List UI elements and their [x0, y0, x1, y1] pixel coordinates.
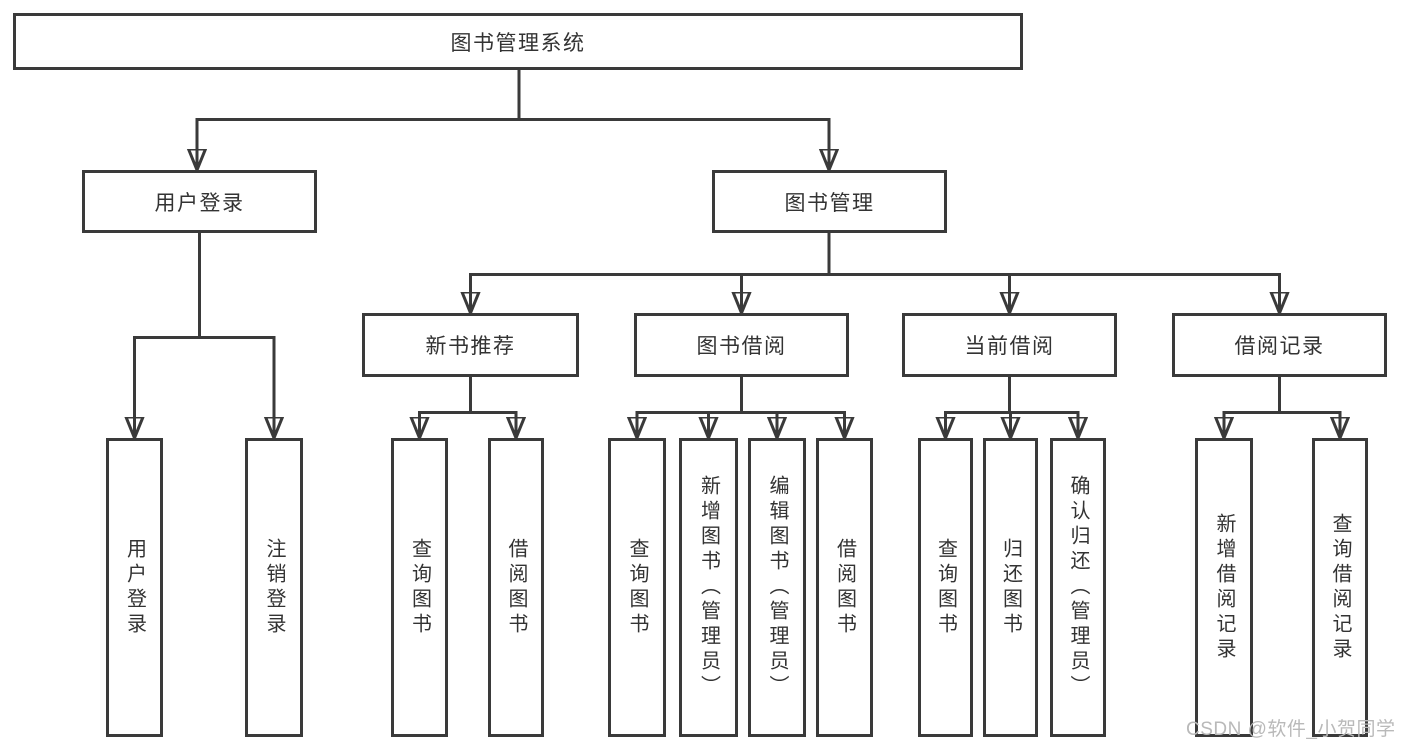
node-current-borrowing: 当前借阅	[902, 313, 1117, 377]
leaf-label: 归还图书	[999, 537, 1022, 638]
leaf-add-books-admin: 新增图书（管理员）	[679, 438, 738, 737]
node-book-management: 图书管理	[712, 170, 947, 233]
leaf-edit-books-admin: 编辑图书（管理员）	[748, 438, 806, 737]
node-new-book-recommendation: 新书推荐	[362, 313, 579, 377]
leaf-label: 编辑图书（管理员）	[766, 475, 788, 700]
node-borrowing-records: 借阅记录	[1172, 313, 1387, 377]
leaf-borrow-books-borrow: 借阅图书	[816, 438, 873, 737]
leaf-logout-login: 注销登录	[245, 438, 303, 737]
leaf-confirm-return-admin: 确认归还（管理员）	[1050, 438, 1106, 737]
leaf-label: 查询图书	[626, 537, 648, 638]
node-book-borrowing: 图书借阅	[634, 313, 849, 377]
leaf-query-books-recommend: 查询图书	[391, 438, 448, 737]
leaf-label: 查询借阅记录	[1329, 512, 1351, 663]
leaf-label: 用户登录	[123, 537, 146, 638]
leaf-add-borrow-record: 新增借阅记录	[1195, 438, 1253, 737]
node-library-management-system: 图书管理系统	[13, 13, 1023, 70]
leaf-user-login: 用户登录	[106, 438, 163, 737]
leaf-label: 确认归还（管理员）	[1067, 475, 1089, 700]
watermark-text: CSDN @软件_小贺同学	[1186, 719, 1396, 740]
leaf-query-borrow-record: 查询借阅记录	[1312, 438, 1368, 737]
leaf-borrow-books-recommend: 借阅图书	[488, 438, 544, 737]
leaf-return-books: 归还图书	[983, 438, 1038, 737]
leaf-query-books-current: 查询图书	[918, 438, 973, 737]
leaf-label: 借阅图书	[505, 537, 527, 638]
node-user-login: 用户登录	[82, 170, 317, 233]
leaf-label: 新增借阅记录	[1213, 512, 1235, 663]
leaf-label: 借阅图书	[833, 537, 856, 638]
leaf-query-books-borrow: 查询图书	[608, 438, 666, 737]
leaf-label: 注销登录	[263, 537, 285, 638]
leaf-label: 新增图书（管理员）	[697, 475, 720, 700]
leaf-label: 查询图书	[934, 537, 957, 638]
leaf-label: 查询图书	[408, 537, 431, 638]
